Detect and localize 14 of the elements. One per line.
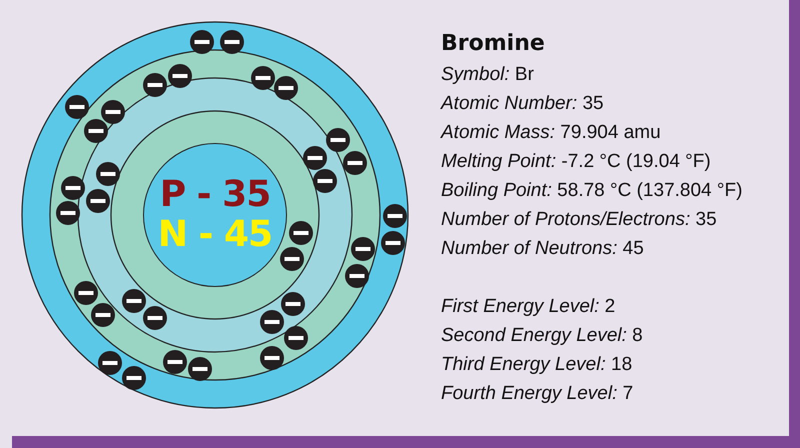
property-text: Atomic Mass: 79.904 amu [441, 121, 662, 145]
property-text: Melting Point: -7.2 °C (19.04 °F) [441, 150, 712, 174]
nucleus-count-text: N - 45 [158, 215, 272, 255]
nucleus-count-text: P - 35 [160, 175, 270, 215]
property-text: Boiling Point: 58.78 °C (137.804 °F) [441, 179, 744, 203]
property-text: Fourth Energy Level: 7 [441, 382, 634, 406]
property-text: Second Energy Level: 8 [441, 324, 644, 348]
property-text: First Energy Level: 2 [441, 295, 616, 319]
property-text: Third Energy Level: 18 [441, 353, 634, 377]
property-text: Number of Protons/Electrons: 35 [441, 208, 718, 232]
property-text: Symbol: Br [441, 63, 535, 87]
property-text: Number of Neutrons: 45 [441, 237, 645, 261]
property-text: Atomic Number: 35 [441, 92, 605, 116]
element-title: Bromine [441, 30, 546, 58]
